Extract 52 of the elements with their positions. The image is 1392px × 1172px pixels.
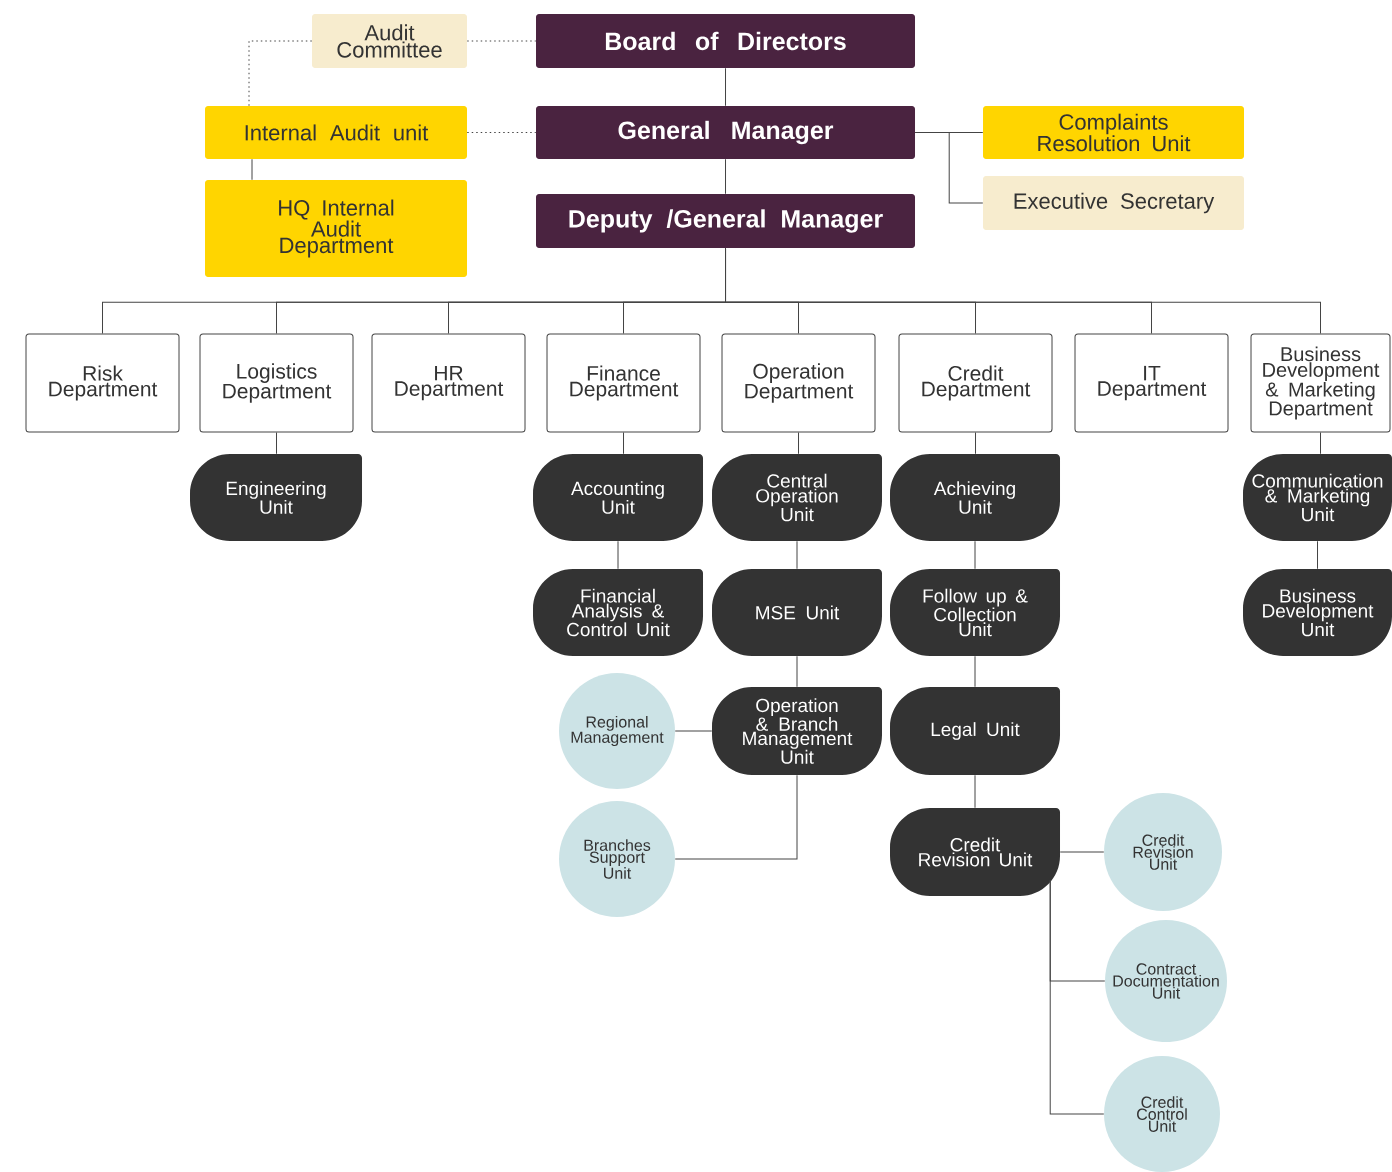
connector-line xyxy=(798,432,799,455)
unit-box: Legal Unit xyxy=(890,687,1060,775)
department-box: Operation Department xyxy=(721,333,876,433)
title-box: Board of Directors xyxy=(536,14,915,68)
unit-box: Follow up & Collection Unit xyxy=(890,569,1060,656)
connector-line xyxy=(974,774,976,809)
audit-box: Complaints Resolution Unit xyxy=(983,106,1244,159)
unit-box: Central Operation Unit xyxy=(712,454,882,541)
connector-line xyxy=(674,774,798,860)
connector-line xyxy=(1049,879,1105,1115)
connector-line xyxy=(466,40,537,42)
audit-box: HQ Internal Audit Department xyxy=(205,180,467,277)
connector-line xyxy=(1059,851,1105,853)
connector-line xyxy=(466,132,537,133)
connector-line xyxy=(1320,432,1321,455)
connector-line xyxy=(725,247,1321,334)
connector-line xyxy=(725,158,726,195)
unit-box: MSE Unit xyxy=(712,569,882,656)
department-box: Finance Department xyxy=(546,333,701,433)
unit-box: Engineering Unit xyxy=(190,454,362,541)
department-box: Credit Department xyxy=(898,333,1053,433)
unit-box: Financial Analysis & Control Unit xyxy=(533,569,703,656)
connector-line xyxy=(276,432,277,455)
title-box: General Manager xyxy=(536,106,915,159)
audit-box: Internal Audit unit xyxy=(205,106,467,159)
unit-box: Communication & Marketing Unit xyxy=(1243,454,1392,541)
connector-line xyxy=(623,432,624,455)
department-box: Risk Department xyxy=(25,333,180,433)
title-box: Deputy /General Manager xyxy=(536,194,915,248)
connector-line xyxy=(674,730,713,732)
connector-line xyxy=(251,158,253,181)
unit-box: Achieving Unit xyxy=(890,454,1060,541)
connector-line xyxy=(796,540,798,570)
unit-box: Business Development Unit xyxy=(1243,569,1392,656)
department-box: HR Department xyxy=(371,333,526,433)
connector-line xyxy=(974,540,976,570)
department-box: Logistics Department xyxy=(199,333,354,433)
connector-line xyxy=(796,655,798,688)
department-box: IT Department xyxy=(1074,333,1229,433)
connector-line xyxy=(725,67,726,107)
connector-line xyxy=(914,132,984,204)
connector-line xyxy=(974,655,976,688)
unit-box: Credit Revision Unit xyxy=(890,808,1060,896)
connector-line xyxy=(975,432,976,455)
connector-line xyxy=(248,40,313,107)
connector-line xyxy=(617,540,619,570)
department-box: Business Development & Marketing Department xyxy=(1250,333,1391,433)
info-box: Audit Committee xyxy=(312,14,467,68)
info-box: Executive Secretary xyxy=(983,176,1244,230)
unit-box: Accounting Unit xyxy=(533,454,703,541)
unit-box: Operation & Branch Management Unit xyxy=(712,687,882,775)
connector-line xyxy=(1317,540,1318,570)
